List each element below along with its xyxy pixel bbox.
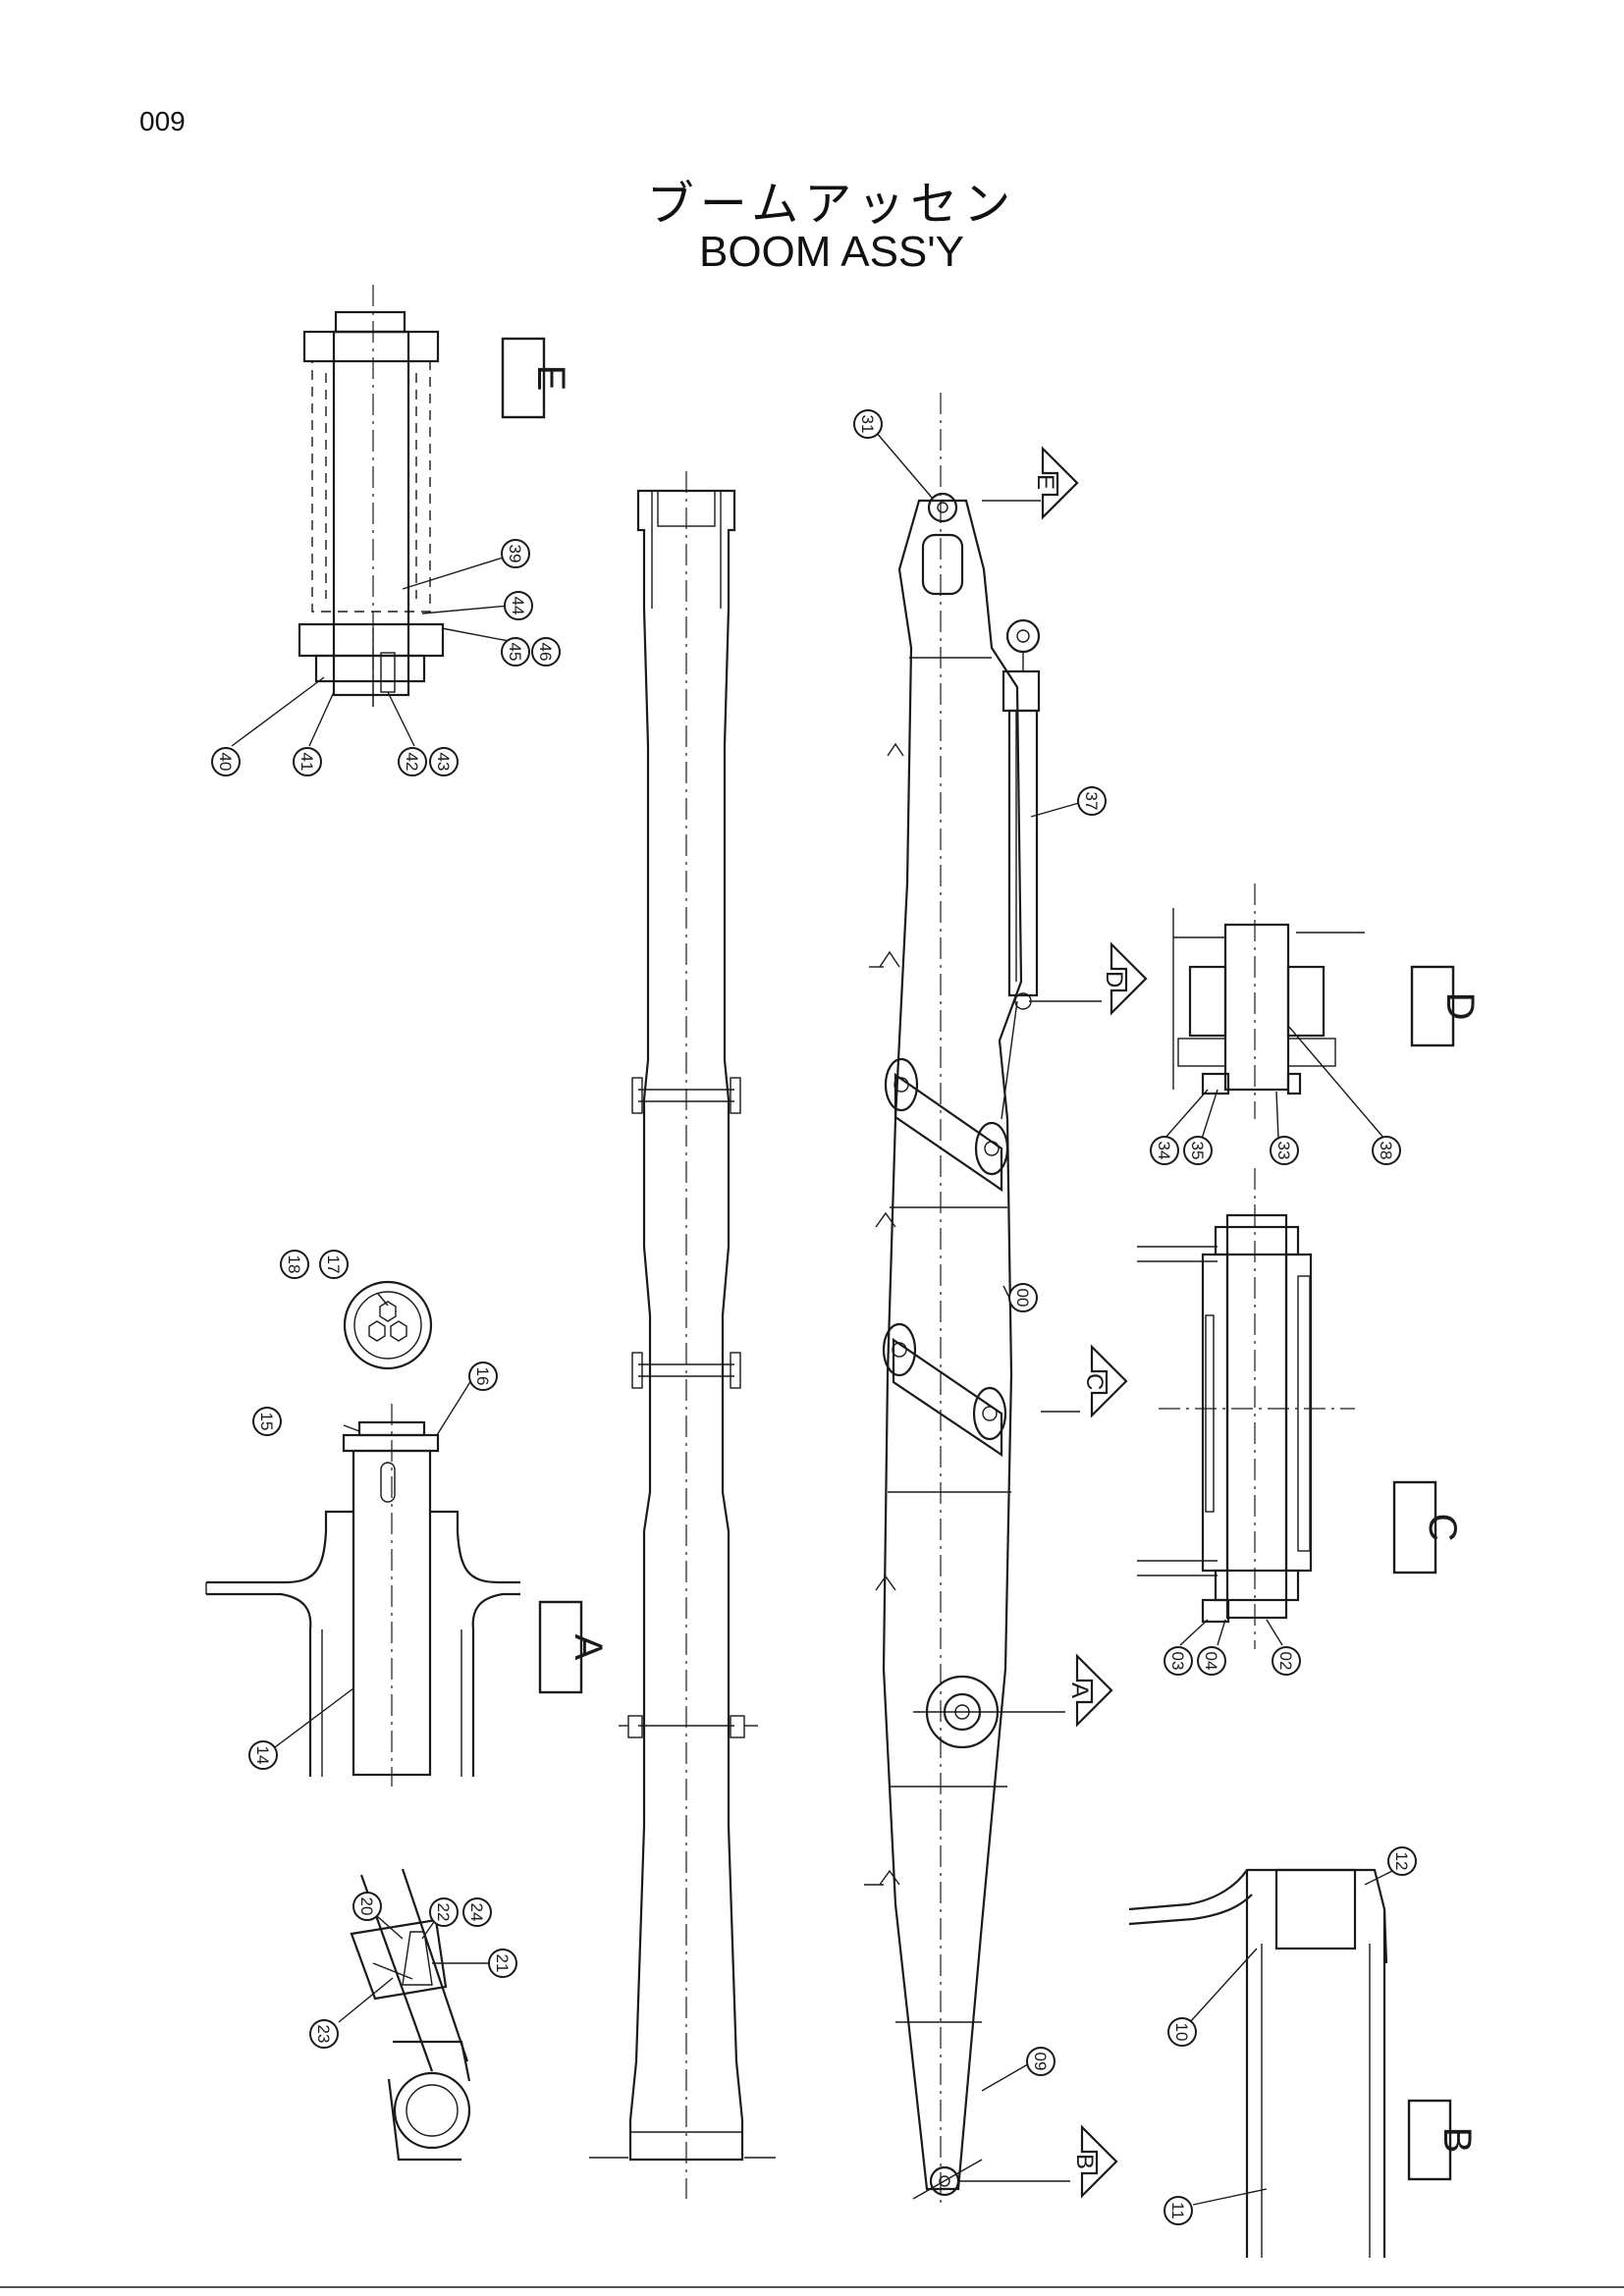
svg-text:22: 22 (434, 1903, 453, 1922)
svg-text:44: 44 (509, 597, 527, 615)
view-a-drawing (205, 1280, 583, 1787)
callout-39: 39 (501, 539, 530, 568)
svg-text:02: 02 (1276, 1652, 1295, 1671)
svg-text:03: 03 (1168, 1652, 1187, 1671)
view-label-a-box (538, 1600, 583, 1694)
boom-profile-drawing (864, 393, 1041, 2209)
callout-40: 40 (211, 747, 241, 776)
svg-text:00: 00 (1013, 1289, 1032, 1308)
section-arrow-label-d: D (1101, 971, 1127, 988)
svg-text:11: 11 (1168, 2202, 1187, 2219)
leader-lines (231, 431, 1395, 2206)
callout-42: 42 (398, 747, 427, 776)
view-label-a: A (567, 1634, 610, 1661)
view-label-d-box (1410, 965, 1455, 1047)
view-label-c: C (1421, 1514, 1464, 1542)
svg-text:37: 37 (1082, 792, 1101, 811)
svg-text:46: 46 (536, 643, 555, 662)
callout-03: 03 (1164, 1646, 1193, 1676)
callout-31: 31 (853, 409, 883, 439)
view-d-drawing (1172, 883, 1455, 1119)
svg-text:04: 04 (1202, 1652, 1220, 1671)
callout-14: 14 (248, 1740, 278, 1770)
title-japanese: ブームアッセン (646, 177, 1017, 232)
svg-text:34: 34 (1155, 1142, 1173, 1160)
callout-12: 12 (1387, 1846, 1417, 1876)
svg-text:35: 35 (1188, 1142, 1207, 1160)
section-arrow-a (1011, 1653, 1113, 1728)
callout-46: 46 (531, 637, 561, 667)
callout-44: 44 (504, 591, 533, 620)
section-arrow-label-b: B (1071, 2154, 1098, 2169)
callout-11: 11 (1164, 2196, 1193, 2225)
callout-22: 22 (429, 1897, 459, 1927)
svg-text:24: 24 (467, 1903, 486, 1922)
callout-37: 37 (1077, 786, 1107, 816)
section-arrow-label-a: A (1066, 1682, 1093, 1698)
svg-text:09: 09 (1031, 2053, 1050, 2071)
svg-text:43: 43 (434, 753, 453, 772)
callout-33: 33 (1270, 1136, 1299, 1165)
section-arrow-d (1029, 941, 1148, 1016)
callout-21: 21 (488, 1949, 517, 1978)
section-arrow-label-c: C (1081, 1373, 1108, 1390)
svg-text:42: 42 (403, 753, 421, 772)
svg-text:15: 15 (257, 1413, 276, 1431)
svg-text:20: 20 (357, 1897, 376, 1916)
page-number: 009 (139, 106, 186, 136)
svg-text:33: 33 (1274, 1142, 1293, 1160)
callout-43: 43 (429, 747, 459, 776)
callout-17: 17 (319, 1250, 349, 1279)
svg-text:40: 40 (216, 753, 235, 772)
callout-04: 04 (1197, 1646, 1226, 1676)
svg-text:41: 41 (298, 753, 316, 772)
callout-38: 38 (1372, 1136, 1401, 1165)
svg-text:39: 39 (506, 545, 524, 563)
callout-35: 35 (1183, 1136, 1213, 1165)
callout-18: 18 (280, 1250, 309, 1279)
svg-text:23: 23 (314, 2025, 333, 2044)
view-b-drawing (1128, 1868, 1452, 2258)
svg-text:18: 18 (285, 1255, 303, 1274)
svg-text:38: 38 (1377, 1142, 1395, 1160)
section-arrow-label-e: E (1032, 474, 1058, 490)
callout-20: 20 (352, 1892, 382, 1921)
view-label-e-box (501, 337, 546, 419)
callout-23: 23 (309, 2019, 339, 2049)
view-e-drawing (298, 285, 546, 707)
svg-text:31: 31 (858, 415, 877, 434)
view-label-b: B (1435, 2127, 1479, 2154)
section-arrow-b (958, 2124, 1118, 2199)
boom-top-view-drawing (589, 471, 776, 2199)
svg-text:12: 12 (1392, 1852, 1411, 1871)
callout-10: 10 (1167, 2017, 1197, 2047)
callout-45: 45 (501, 637, 530, 667)
view-label-d: D (1438, 992, 1482, 1021)
view-c-drawing (1137, 1168, 1437, 1649)
callout-02: 02 (1272, 1646, 1301, 1676)
section-arrow-e (982, 446, 1079, 520)
callout-41: 41 (293, 747, 322, 776)
view-label-b-box (1407, 2099, 1452, 2181)
callout-09: 09 (1026, 2047, 1056, 2076)
svg-text:45: 45 (506, 643, 524, 662)
svg-text:17: 17 (324, 1255, 343, 1274)
svg-text:14: 14 (253, 1746, 272, 1765)
callout-15: 15 (252, 1407, 282, 1436)
svg-text:21: 21 (493, 1954, 512, 1973)
callout-24: 24 (462, 1897, 492, 1927)
view-label-e: E (529, 365, 572, 392)
view-label-c-box (1392, 1480, 1437, 1575)
svg-text:10: 10 (1172, 2023, 1191, 2042)
callout-34: 34 (1150, 1136, 1179, 1165)
section-arrow-c (1041, 1344, 1128, 1418)
svg-text:16: 16 (473, 1367, 492, 1386)
callout-16: 16 (468, 1362, 498, 1391)
title-english: BOOM ASS'Y (698, 228, 965, 276)
callout-00: 00 (1008, 1283, 1038, 1312)
